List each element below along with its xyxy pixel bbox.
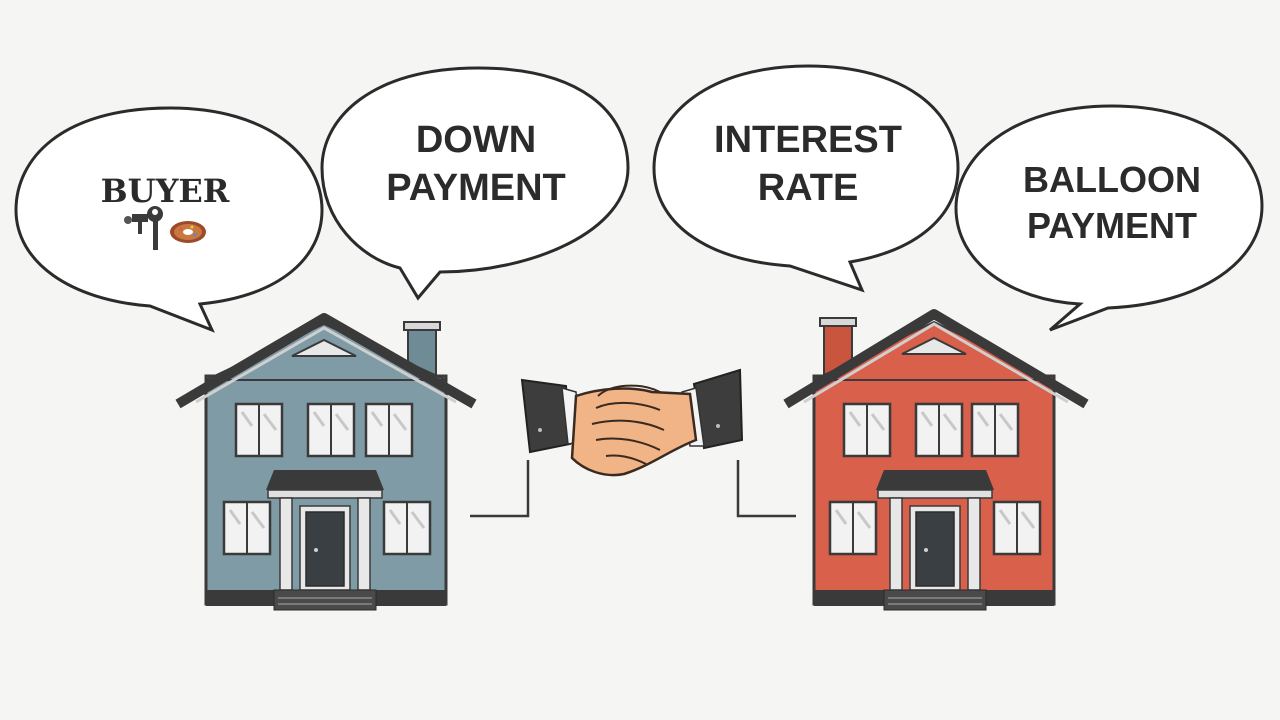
bubble-label-balloon: BALLOON [1023, 159, 1201, 200]
speech-bubble-down-payment: DOWN PAYMENT [320, 66, 630, 301]
handshake-icon [520, 368, 744, 477]
hammer-icon [124, 214, 148, 234]
speech-bubble-interest-rate: INTEREST RATE [652, 64, 960, 293]
bubble-label-interest: INTEREST [714, 119, 902, 161]
donut-icon [170, 221, 206, 243]
bubble-label-payment: PAYMENT [386, 167, 565, 209]
bubble-label-buyer: BUYER [101, 172, 230, 210]
speech-bubble-balloon-payment: BALLOON PAYMENT [954, 104, 1264, 332]
bubble-label-payment-2: PAYMENT [1027, 205, 1197, 246]
bubble-label-rate: RATE [758, 167, 859, 209]
wrench-icon [147, 206, 163, 250]
bubble-label-down: DOWN [416, 119, 536, 161]
speech-bubble-buyer: BUYER [14, 106, 324, 333]
front-door [305, 511, 345, 587]
connector-left [470, 460, 530, 518]
front-door [915, 511, 955, 587]
connector-right [736, 460, 796, 518]
house-right [783, 309, 1089, 611]
house-left [175, 313, 477, 611]
